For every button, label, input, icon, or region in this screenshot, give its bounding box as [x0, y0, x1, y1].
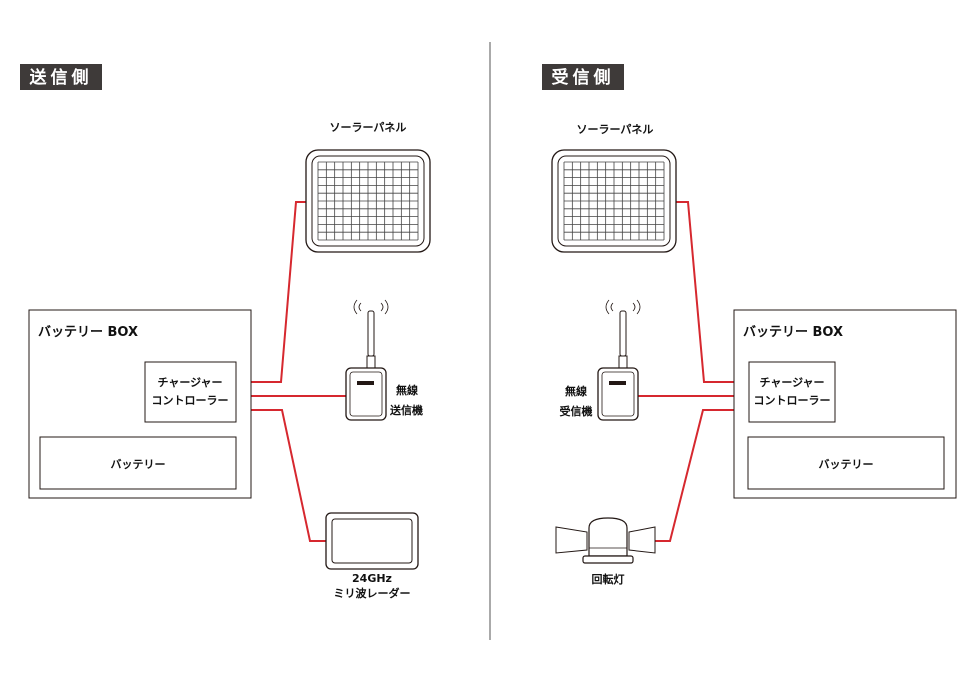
sender-box-title: バッテリー BOX: [38, 325, 138, 340]
sender-badge-bg: [20, 64, 102, 90]
receiver-battery-label: バッテリー: [819, 458, 874, 471]
sender-badge: 送信側: [30, 67, 93, 88]
wire-solar-to-controller-rx: [676, 201, 749, 383]
antenna-signal-icon: [353, 299, 389, 315]
antenna-signal-icon: [605, 299, 641, 315]
wire-solar-to-controller: [236, 201, 310, 383]
sender-controller-label-1: チャージャー: [157, 376, 222, 389]
receiver-side: 受信側 バッテリー BOX チャージャー コントローラー バッテリー ソーラーパ…: [542, 64, 957, 586]
sender-side: 送信側 バッテリー BOX チャージャー コントローラー バッテリー ソーラーパ…: [20, 64, 431, 600]
radar-sensor-icon: [325, 512, 419, 570]
sender-controller-label-2: コントローラー: [152, 394, 229, 407]
wire-controller-to-radar: [236, 409, 326, 542]
receiver-solar-label: ソーラーパネル: [577, 123, 654, 136]
receiver-wireless-label-2: 受信機: [560, 404, 593, 418]
wire-controller-to-beacon: [640, 409, 749, 542]
sender-radar-label-1: 24GHz: [352, 572, 392, 585]
receiver-wireless-label-1: 無線: [565, 384, 587, 398]
receiver-battery: [747, 436, 945, 490]
sender-wireless-label-2: 送信機: [389, 403, 423, 417]
sender-solar-label: ソーラーパネル: [330, 121, 407, 134]
sender-battery-label: バッテリー: [111, 458, 166, 471]
receiver-badge-bg: [542, 64, 624, 90]
receiver-beacon-label: 回転灯: [592, 572, 625, 586]
wireless-receiver-icon: [597, 310, 639, 421]
receiver-controller: [748, 361, 836, 423]
receiver-badge: 受信側: [552, 67, 615, 88]
receiver-controller-label-1: チャージャー: [759, 376, 824, 389]
receiver-controller-label-2: コントローラー: [754, 394, 831, 407]
sender-controller: [144, 361, 237, 423]
solar-panel-icon: [305, 149, 431, 253]
solar-panel-icon: [551, 149, 677, 253]
sender-wires: [189, 201, 346, 542]
rotating-beacon-icon: [555, 517, 656, 564]
receiver-box-title: バッテリー BOX: [743, 325, 843, 340]
sender-battery: [39, 436, 237, 490]
sender-wireless-label-1: 無線: [396, 383, 418, 397]
sender-radar-label-2: ミリ波レーダー: [334, 586, 411, 600]
wireless-transmitter-icon: [345, 310, 387, 421]
